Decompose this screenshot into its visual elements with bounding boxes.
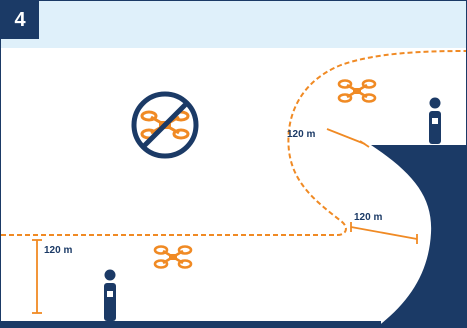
ground-line [1, 321, 381, 327]
cliff-shape [371, 145, 466, 327]
drone-icon [155, 247, 191, 268]
drone-icon [339, 81, 375, 102]
person-icon [104, 270, 116, 322]
cliff-top-measure [327, 129, 369, 147]
ground-measure [32, 240, 42, 313]
altitude-limit-boundary [1, 51, 466, 235]
person-icon [429, 98, 441, 145]
ground-height-label: 120 m [44, 245, 72, 256]
cliff-side-distance-label: 120 m [354, 212, 382, 223]
cliff-side-measure [351, 222, 417, 244]
cliff-top-distance-label: 120 m [287, 129, 315, 140]
no-drone-icon [134, 94, 196, 156]
